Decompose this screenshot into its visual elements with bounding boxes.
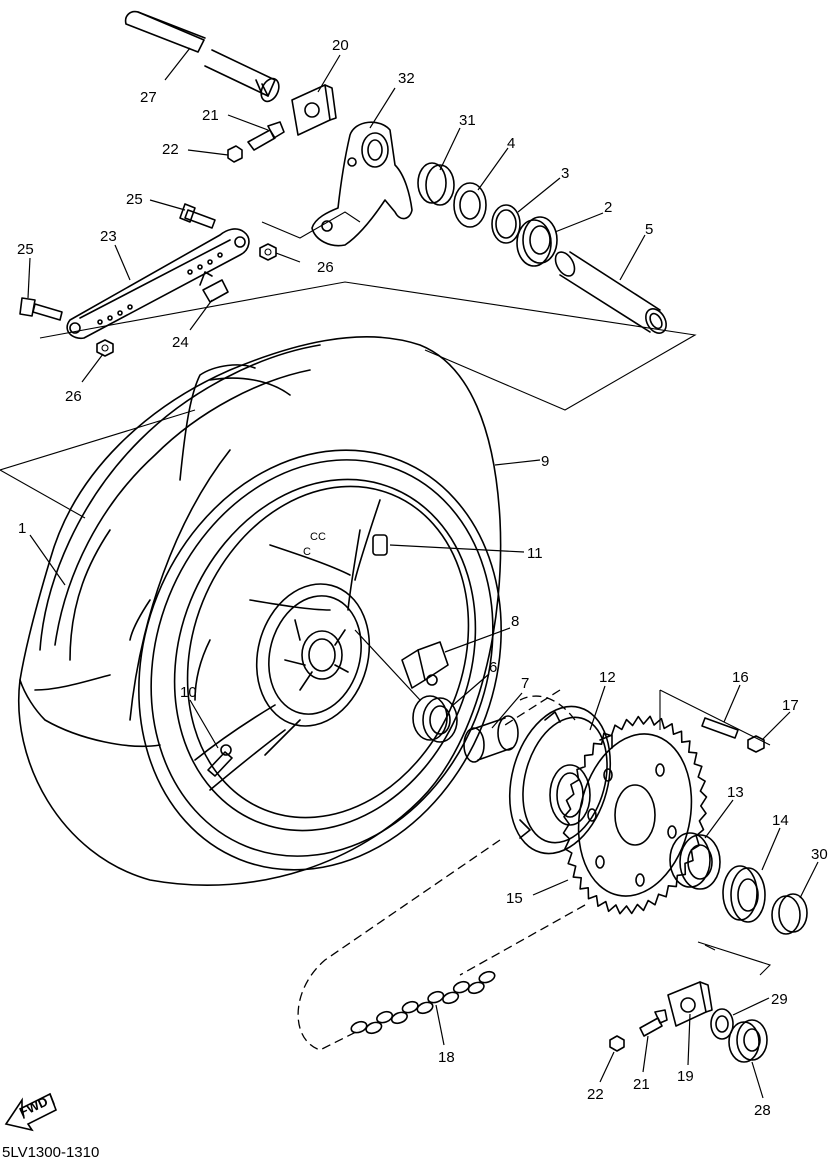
- bolt-nut-top: [227, 121, 285, 163]
- callout-28: 28: [754, 1102, 771, 1119]
- callout-10: 10: [180, 684, 197, 701]
- callout-8: 8: [511, 613, 519, 630]
- chain-link: [350, 1020, 368, 1034]
- forward-arrow-icon: FWD: [4, 1092, 58, 1132]
- callout-22-bottom: 22: [587, 1086, 604, 1103]
- axle-spacers-top: [417, 162, 558, 267]
- chain-link: [416, 1001, 434, 1015]
- callout-15: 15: [506, 890, 523, 907]
- callout-27: 27: [140, 89, 157, 106]
- callout-18: 18: [438, 1049, 455, 1066]
- rim: CC C: [138, 449, 502, 871]
- callout-17: 17: [782, 697, 799, 714]
- callout-13: 13: [727, 784, 744, 801]
- caliper-bracket-32: [311, 121, 413, 247]
- spacer-tube-5: [554, 251, 667, 334]
- callout-22-top: 22: [162, 141, 179, 158]
- callout-31: 31: [459, 112, 476, 129]
- callout-25-top: 25: [126, 191, 143, 208]
- callout-12: 12: [599, 669, 616, 686]
- chain-link: [376, 1010, 394, 1024]
- hub-bearing-6-7: [412, 695, 519, 763]
- callout-3: 3: [561, 165, 569, 182]
- callout-19: 19: [677, 1068, 694, 1085]
- drive-chain-18: [297, 689, 586, 1051]
- callout-25-left: 25: [17, 241, 34, 258]
- chain-link: [365, 1021, 383, 1035]
- clip-24: [199, 271, 229, 303]
- callout-26-left: 26: [65, 388, 82, 405]
- svg-text:C: C: [303, 546, 311, 558]
- callout-1: 1: [18, 520, 26, 537]
- chain-link: [478, 970, 496, 984]
- adjuster-block-19: [609, 981, 713, 1052]
- callout-11: 11: [527, 545, 543, 562]
- callout-29: 29: [771, 991, 788, 1008]
- callout-23: 23: [100, 228, 117, 245]
- sprocket-bearings: [669, 832, 808, 935]
- axle: [124, 10, 280, 103]
- nuts-26: [96, 243, 277, 357]
- adjuster-block-20: [291, 84, 337, 136]
- torque-arm-23: [66, 228, 250, 340]
- callout-14: 14: [772, 812, 789, 829]
- chain-link: [452, 980, 470, 994]
- callout-20: 20: [332, 37, 349, 54]
- callout-32: 32: [398, 70, 415, 87]
- tire: [18, 336, 502, 886]
- callout-26-right: 26: [317, 259, 334, 276]
- chain-link: [390, 1011, 408, 1025]
- chain-link: [467, 981, 485, 995]
- diagram-code: 5LV1300-1310: [2, 1144, 99, 1159]
- holder-8: [401, 641, 449, 689]
- callout-labels: 1 2 3 4 5 6 7 8 9 10 11 12 13 14 15 16 1…: [17, 37, 828, 1119]
- axle-nut-28-29: [710, 1008, 768, 1063]
- leader-lines: [27, 47, 819, 1099]
- assembly-outline: [0, 211, 772, 976]
- bolts-25: [19, 203, 216, 321]
- chain-link: [401, 1000, 419, 1014]
- sprocket-15: [562, 715, 708, 915]
- chain-link: [427, 990, 445, 1004]
- stud-nut-16-17: [701, 717, 765, 753]
- chain-link: [442, 991, 460, 1005]
- callout-9: 9: [541, 453, 549, 470]
- callout-7: 7: [521, 675, 529, 692]
- callout-5: 5: [645, 221, 653, 238]
- callout-21-bottom: 21: [633, 1076, 650, 1093]
- callout-30: 30: [811, 846, 828, 863]
- callout-16: 16: [732, 669, 749, 686]
- callout-6: 6: [489, 659, 497, 676]
- callout-21-top: 21: [202, 107, 219, 124]
- callout-24: 24: [172, 334, 189, 351]
- sprocket-hub-12: [508, 705, 613, 855]
- svg-text:CC: CC: [310, 531, 326, 543]
- callout-2: 2: [604, 199, 612, 216]
- callout-4: 4: [507, 135, 515, 152]
